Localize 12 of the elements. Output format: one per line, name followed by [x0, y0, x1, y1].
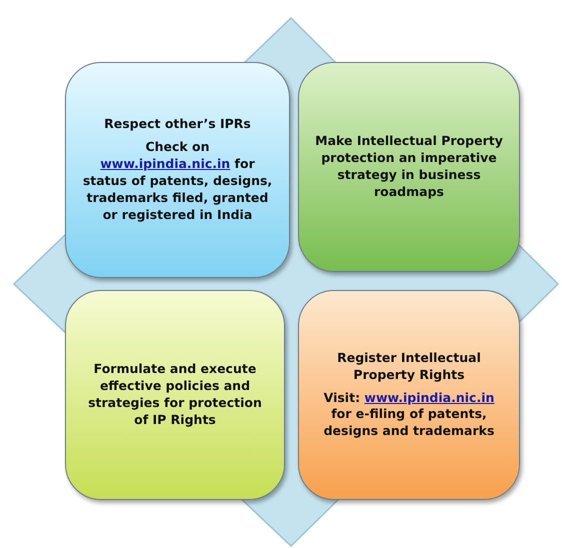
box-heading: Respect other’s IPRs: [104, 116, 251, 134]
box-text: Formulate and execute effective policies and strategies for protection of IP Rights: [87, 361, 263, 429]
box-text: Check on www.ipindia.nic.in for status of patents, designs, trademarks filed, granted or registered in India: [82, 139, 274, 224]
web-link: www.ipindia.nic.in: [100, 156, 230, 172]
box-text: Visit: www.ipindia.nic.in for e-filing of patents, designs and trademarks: [322, 390, 496, 440]
box-heading: Register Intellectual Property Rights: [336, 350, 482, 384]
box-text: Make Intellectual Property protection an imperative strategy in business roadmaps: [314, 133, 504, 201]
process-box: [65, 290, 285, 500]
process-box: [298, 62, 520, 272]
process-box: [298, 290, 520, 500]
process-box: [65, 62, 290, 278]
web-link: www.ipindia.nic.in: [364, 390, 494, 405]
